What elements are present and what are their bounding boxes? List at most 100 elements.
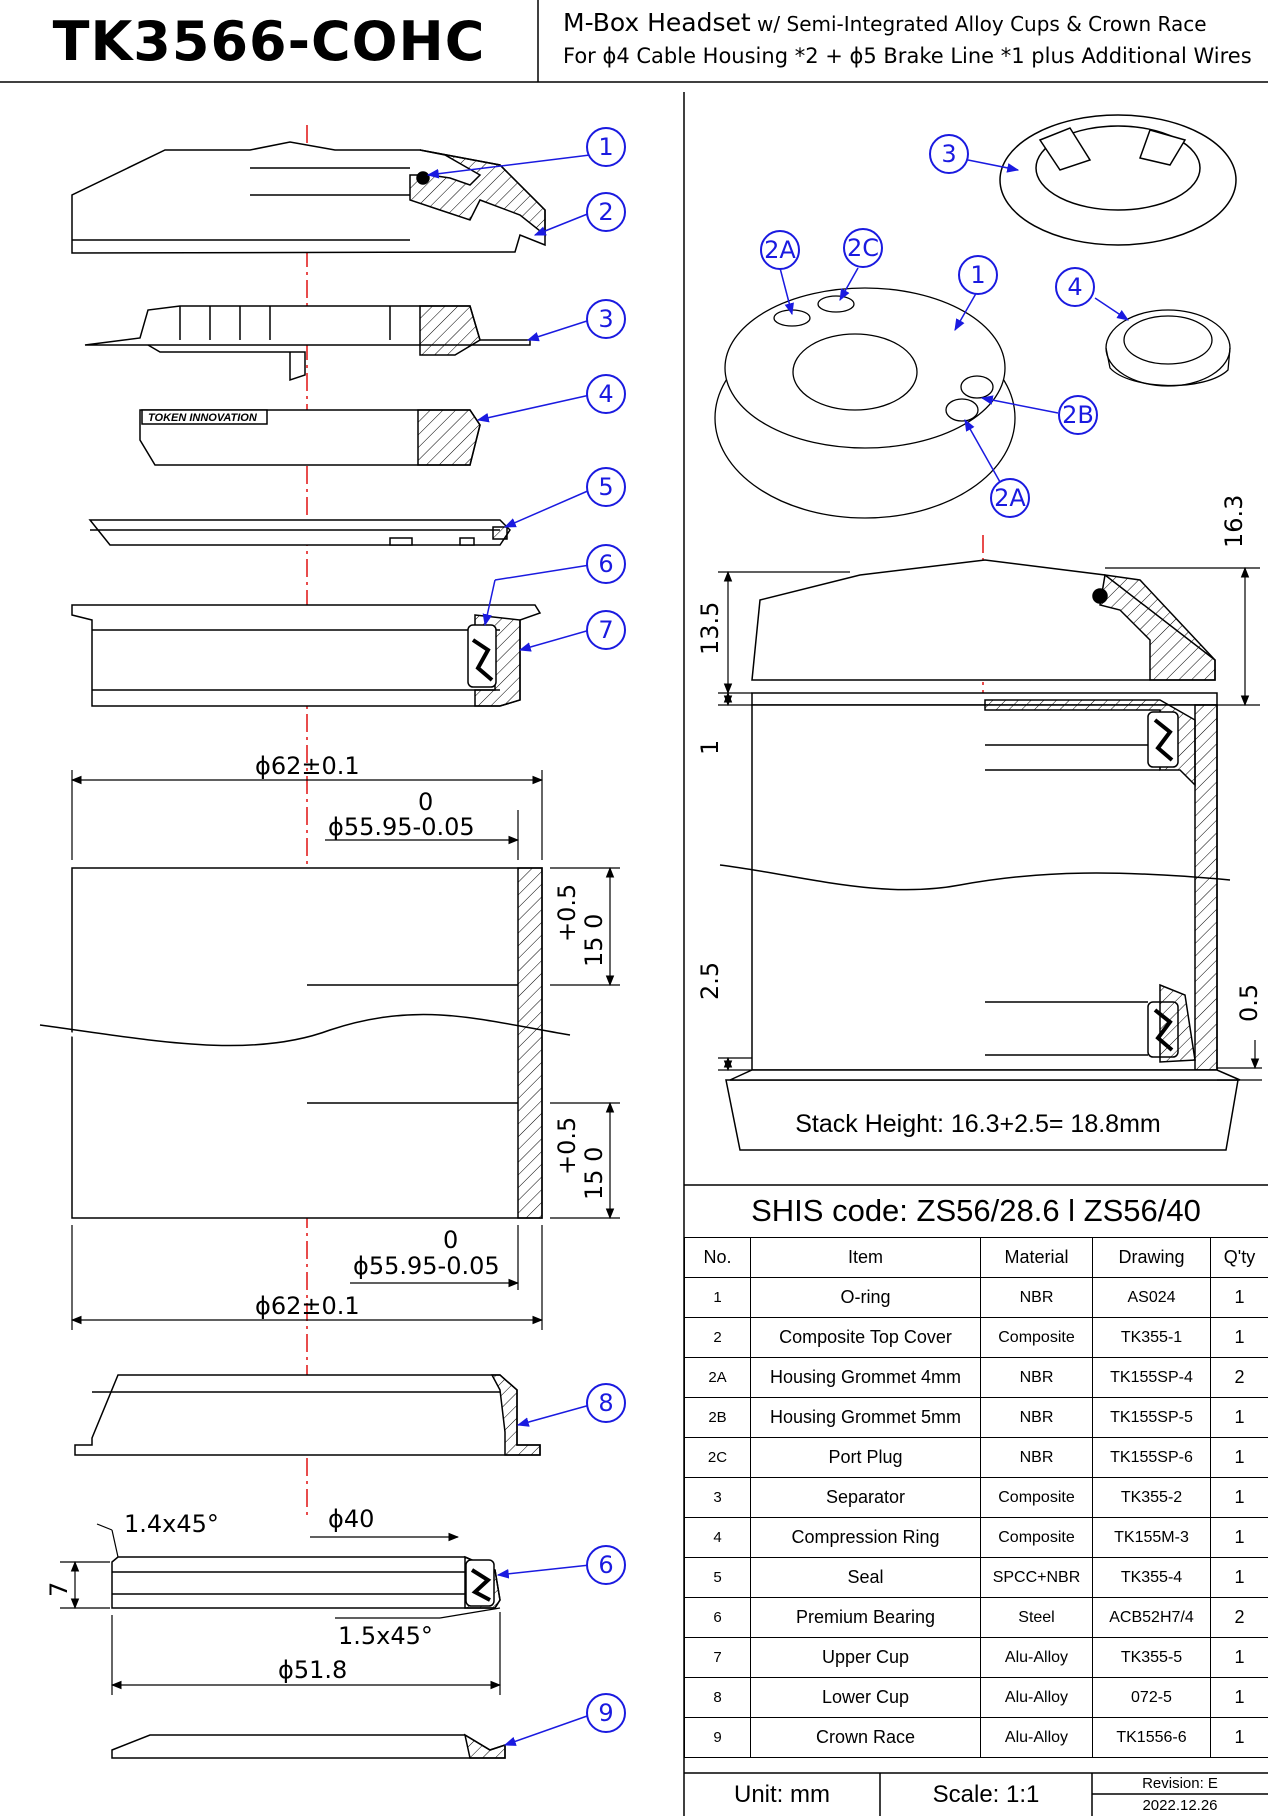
bom-cell-drw: TK355-4 — [1092, 1557, 1211, 1598]
bom-cell-no: 3 — [684, 1477, 751, 1518]
bom-cell-mat: Composite — [980, 1317, 1093, 1358]
bom-cell-no: 6 — [684, 1597, 751, 1638]
bom-cell-drw: TK1556-6 — [1092, 1717, 1211, 1758]
bom-cell-qty: 2 — [1210, 1357, 1268, 1398]
dim-h05: 0.5 — [1235, 983, 1263, 1022]
callout-3: 3 — [586, 299, 626, 339]
bom-cell-no: 2C — [684, 1437, 751, 1478]
bom-cell-item: Port Plug — [750, 1437, 981, 1478]
bom-cell-item: Premium Bearing — [750, 1597, 981, 1638]
dim-tol-zero-bot: 0 — [443, 1226, 459, 1254]
callout-r2a-bot: 2A — [990, 478, 1030, 518]
assembly-dim-lines — [718, 566, 1262, 1081]
footer-date: 2022.12.26 — [1142, 1796, 1218, 1814]
bom-cell-qty: 1 — [1210, 1317, 1268, 1358]
dim-depth-top-val: 15 0 — [580, 913, 608, 967]
right-top-leader-lines — [779, 159, 1129, 483]
bom-cell-drw: TK355-1 — [1092, 1317, 1211, 1358]
cup-bore-section — [39, 867, 571, 1219]
footer-scale: Scale: 1:1 — [932, 1780, 1040, 1808]
callout-9: 9 — [586, 1693, 626, 1733]
part-seal — [88, 519, 511, 546]
footer-unit: Unit: mm — [734, 1780, 830, 1808]
callout-r4: 4 — [1055, 267, 1095, 307]
iso-separator — [999, 114, 1237, 246]
callout-r1: 1 — [958, 255, 998, 295]
callout-4: 4 — [586, 374, 626, 414]
drawing-title: M-Box Headset w/ Semi-Integrated Alloy C… — [563, 8, 1207, 37]
callout-2: 2 — [586, 192, 626, 232]
iso-compression-ring — [1105, 309, 1231, 387]
callout-1: 1 — [586, 127, 626, 167]
stack-height-label: Stack Height: 16.3+2.5= 18.8mm — [795, 1110, 1161, 1138]
part-top-cover — [71, 141, 546, 254]
bom-cell-mat: Alu-Alloy — [980, 1677, 1093, 1718]
bom-cell-qty: 1 — [1210, 1677, 1268, 1718]
bom-cell-no: 2 — [684, 1317, 751, 1358]
callout-r3: 3 — [929, 134, 969, 174]
bom-cell-qty: 1 — [1210, 1637, 1268, 1678]
bom-header-drawing: Drawing — [1092, 1237, 1211, 1278]
bom-cell-mat: NBR — [980, 1277, 1093, 1318]
iso-top-cover — [714, 287, 1016, 519]
bom-cell-no: 5 — [684, 1557, 751, 1598]
drawing-title-suffix: w/ Semi-Integrated Alloy Cups & Crown Ra… — [750, 12, 1207, 36]
part-compression-ring — [139, 409, 481, 466]
dim-d5595-bot: ϕ55.95-0.05 — [353, 1252, 500, 1280]
callout-8: 8 — [586, 1383, 626, 1423]
bom-cell-qty: 2 — [1210, 1597, 1268, 1638]
callout-5: 5 — [586, 467, 626, 507]
bom-cell-item: Separator — [750, 1477, 981, 1518]
bom-cell-qty: 1 — [1210, 1397, 1268, 1438]
bom-cell-mat: Steel — [980, 1597, 1093, 1638]
bom-cell-item: Seal — [750, 1557, 981, 1598]
bom-cell-drw: TK155M-3 — [1092, 1517, 1211, 1558]
part-upper-cup — [71, 604, 542, 707]
bom-cell-item: Housing Grommet 5mm — [750, 1397, 981, 1438]
dim-depth-top-tol: +0.5 — [553, 883, 581, 942]
part-bearing — [111, 1555, 501, 1609]
dim-h25: 2.5 — [696, 961, 724, 1000]
callout-r2c: 2C — [843, 228, 883, 268]
bom-cell-qty: 1 — [1210, 1477, 1268, 1518]
bom-cell-no: 8 — [684, 1677, 751, 1718]
dim-height-7: 7 — [45, 1581, 73, 1597]
callout-r2a-top: 2A — [760, 230, 800, 270]
cup-dim-lines — [70, 770, 620, 1330]
dim-d518: ϕ51.8 — [278, 1656, 348, 1684]
bom-cell-mat: SPCC+NBR — [980, 1557, 1093, 1598]
dim-depth-bot-tol: +0.5 — [553, 1116, 581, 1175]
bom-cell-qty: 1 — [1210, 1277, 1268, 1318]
bom-cell-drw: TK155SP-5 — [1092, 1397, 1211, 1438]
dim-h135: 13.5 — [696, 601, 724, 655]
drawing-title-main: M-Box Headset — [563, 8, 751, 37]
callout-7: 7 — [586, 610, 626, 650]
bom-cell-mat: NBR — [980, 1397, 1093, 1438]
bom-header-item: Item — [750, 1237, 981, 1278]
bom-cell-no: 7 — [684, 1637, 751, 1678]
bom-cell-drw: ACB52H7/4 — [1092, 1597, 1211, 1638]
callout-6: 6 — [586, 544, 626, 584]
dim-d62-bot: ϕ62±0.1 — [255, 1292, 360, 1320]
bom-cell-mat: Composite — [980, 1477, 1093, 1518]
token-logo: TOKEN INNOVATION — [148, 412, 258, 424]
bom-cell-no: 1 — [684, 1277, 751, 1318]
bom-cell-mat: NBR — [980, 1357, 1093, 1398]
assembly-section — [719, 559, 1241, 1151]
dim-tol-zero-top: 0 — [418, 788, 434, 816]
dim-h1: 1 — [696, 739, 724, 755]
bom-cell-drw: TK155SP-4 — [1092, 1357, 1211, 1398]
bom-cell-item: Upper Cup — [750, 1637, 981, 1678]
